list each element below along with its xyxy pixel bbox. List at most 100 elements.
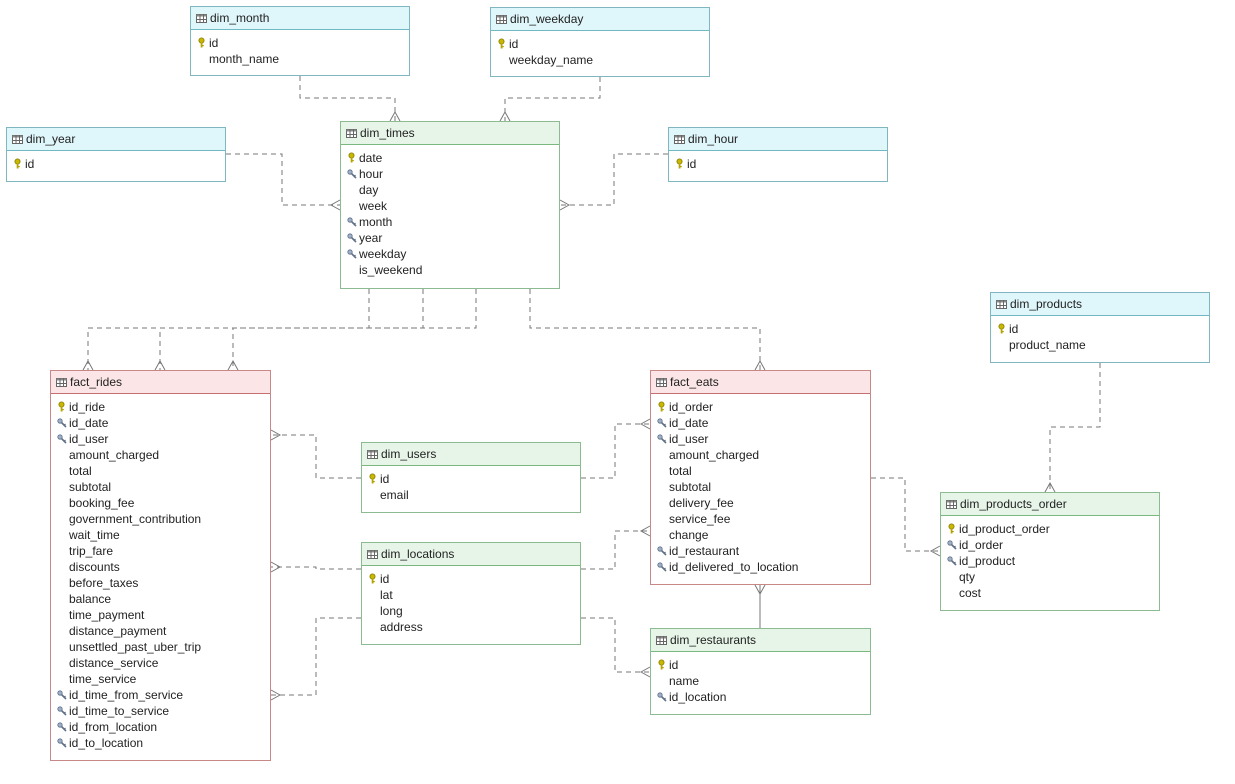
- column-row[interactable]: id_order: [651, 399, 870, 415]
- table-header[interactable]: dim_year: [7, 128, 225, 151]
- table-header[interactable]: dim_products: [991, 293, 1209, 316]
- column-row[interactable]: product_name: [991, 337, 1209, 353]
- column-row[interactable]: id: [191, 35, 409, 51]
- link-dim-products-dim-products-order: [1049, 363, 1101, 492]
- column-row[interactable]: id_restaurant: [651, 543, 870, 559]
- column-row[interactable]: distance_payment: [51, 623, 270, 639]
- column-row[interactable]: time_service: [51, 671, 270, 687]
- column-row[interactable]: week: [341, 198, 559, 214]
- column-row[interactable]: id_delivered_to_location: [651, 559, 870, 575]
- column-row[interactable]: id_time_from_service: [51, 687, 270, 703]
- table-header[interactable]: dim_products_order: [941, 493, 1159, 516]
- column-row[interactable]: id_date: [51, 415, 270, 431]
- column-name: id: [687, 157, 697, 171]
- table-icon: [996, 299, 1007, 309]
- column-row[interactable]: id_product_order: [941, 521, 1159, 537]
- column-row[interactable]: total: [51, 463, 270, 479]
- table-header[interactable]: dim_locations: [362, 543, 580, 566]
- table-header[interactable]: dim_hour: [669, 128, 887, 151]
- column-name: discounts: [69, 560, 120, 574]
- column-row[interactable]: id: [991, 321, 1209, 337]
- column-row[interactable]: id_user: [651, 431, 870, 447]
- column-row[interactable]: id: [362, 571, 580, 587]
- column-row[interactable]: id_location: [651, 689, 870, 705]
- column-row[interactable]: subtotal: [51, 479, 270, 495]
- column-row[interactable]: year: [341, 230, 559, 246]
- column-row[interactable]: id: [7, 156, 225, 172]
- column-row[interactable]: unsettled_past_uber_trip: [51, 639, 270, 655]
- crows-foot-marker: [639, 525, 651, 537]
- column-row[interactable]: id_product: [941, 553, 1159, 569]
- column-row[interactable]: wait_time: [51, 527, 270, 543]
- column-row[interactable]: delivery_fee: [651, 495, 870, 511]
- table-header[interactable]: dim_restaurants: [651, 629, 870, 652]
- column-row[interactable]: before_taxes: [51, 575, 270, 591]
- column-row[interactable]: id_order: [941, 537, 1159, 553]
- column-row[interactable]: distance_service: [51, 655, 270, 671]
- column-row[interactable]: booking_fee: [51, 495, 270, 511]
- column-row[interactable]: qty: [941, 569, 1159, 585]
- column-row[interactable]: change: [651, 527, 870, 543]
- column-row[interactable]: id_from_location: [51, 719, 270, 735]
- column-row[interactable]: month: [341, 214, 559, 230]
- column-row[interactable]: weekday: [341, 246, 559, 262]
- table-header[interactable]: fact_rides: [51, 371, 270, 394]
- column-row[interactable]: email: [362, 487, 580, 503]
- table-header[interactable]: fact_eats: [651, 371, 870, 394]
- column-name: month: [359, 215, 393, 229]
- table-header[interactable]: dim_users: [362, 443, 580, 466]
- table-icon: [656, 635, 667, 645]
- table-header[interactable]: dim_times: [341, 122, 559, 145]
- table-header[interactable]: dim_weekday: [491, 8, 709, 31]
- column-name: week: [359, 199, 388, 213]
- column-row[interactable]: amount_charged: [651, 447, 870, 463]
- column-row[interactable]: id_to_location: [51, 735, 270, 751]
- column-row[interactable]: lat: [362, 587, 580, 603]
- column-row[interactable]: name: [651, 673, 870, 689]
- column-row[interactable]: hour: [341, 166, 559, 182]
- column-row[interactable]: id: [491, 36, 709, 52]
- column-row[interactable]: trip_fare: [51, 543, 270, 559]
- column-name: month_name: [209, 52, 280, 66]
- primary-key-icon: [369, 473, 376, 484]
- column-row[interactable]: id: [651, 657, 870, 673]
- column-row[interactable]: id_ride: [51, 399, 270, 415]
- column-row[interactable]: government_contribution: [51, 511, 270, 527]
- column-row[interactable]: id: [669, 156, 887, 172]
- column-row[interactable]: id_time_to_service: [51, 703, 270, 719]
- foreign-key-icon: [57, 418, 67, 428]
- column-row[interactable]: subtotal: [651, 479, 870, 495]
- column-row[interactable]: balance: [51, 591, 270, 607]
- column-row[interactable]: day: [341, 182, 559, 198]
- column-row[interactable]: is_weekend: [341, 262, 559, 278]
- column-name: id: [380, 572, 390, 586]
- column-row[interactable]: service_fee: [651, 511, 870, 527]
- column-row[interactable]: month_name: [191, 51, 409, 67]
- column-row[interactable]: amount_charged: [51, 447, 270, 463]
- column-row[interactable]: address: [362, 619, 580, 635]
- column-row[interactable]: weekday_name: [491, 52, 709, 68]
- column-row[interactable]: total: [651, 463, 870, 479]
- column-row[interactable]: discounts: [51, 559, 270, 575]
- column-row[interactable]: id: [362, 471, 580, 487]
- crows-foot-marker: [1044, 481, 1056, 493]
- column-row[interactable]: long: [362, 603, 580, 619]
- column-row[interactable]: date: [341, 150, 559, 166]
- column-row[interactable]: cost: [941, 585, 1159, 601]
- table-header[interactable]: dim_month: [191, 7, 409, 30]
- column-row[interactable]: id_user: [51, 431, 270, 447]
- column-row[interactable]: time_payment: [51, 607, 270, 623]
- column-row[interactable]: id_date: [651, 415, 870, 431]
